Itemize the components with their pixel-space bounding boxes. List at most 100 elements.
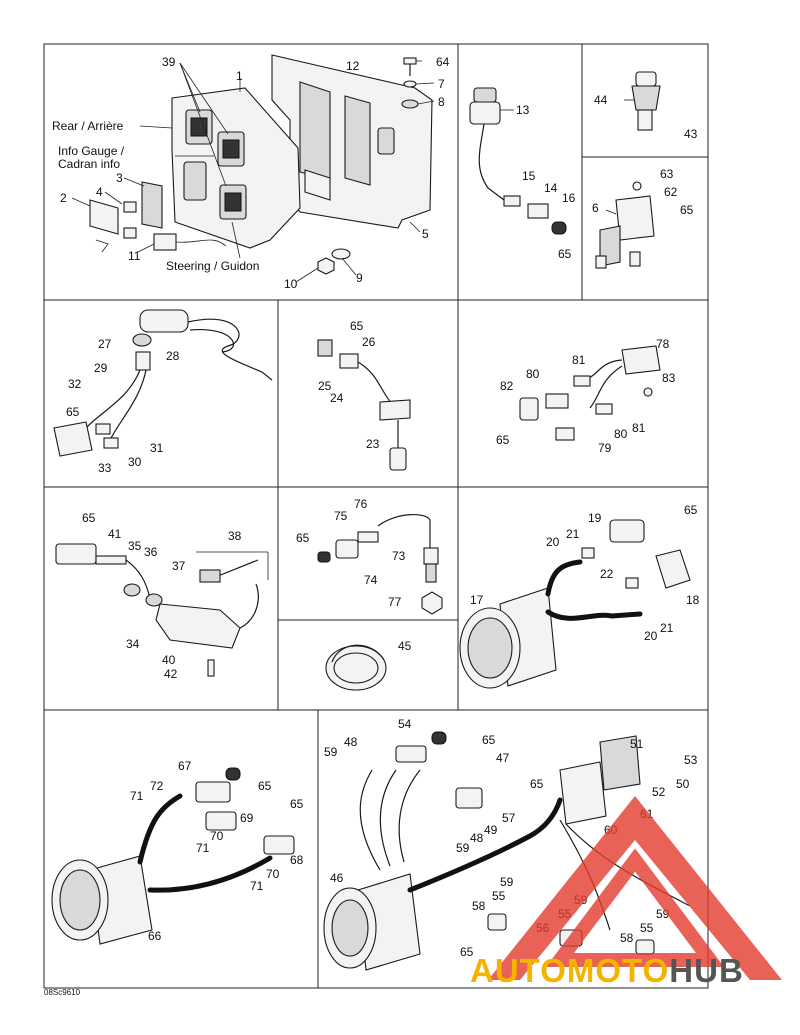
callout: 24 — [330, 391, 344, 405]
callouts-gauge-66: 67 72 71 65 70 69 65 71 68 70 71 66 — [130, 759, 304, 943]
callouts-sensor-6: 63 62 6 65 — [592, 167, 694, 217]
callout: 55 — [640, 921, 654, 935]
callout: 30 — [128, 455, 142, 469]
callouts-console: 39 1 12 64 7 8 2 4 3 11 5 10 9 — [60, 55, 450, 291]
callout: 9 — [356, 271, 363, 285]
callout: 65 — [460, 945, 474, 959]
callout: 66 — [148, 929, 162, 943]
callout: 17 — [470, 593, 484, 607]
callout: 81 — [572, 353, 586, 367]
callout: 75 — [334, 509, 348, 523]
callout: 22 — [600, 567, 614, 581]
callout: 4 — [96, 185, 103, 199]
callout: 74 — [364, 573, 378, 587]
callout: 49 — [484, 823, 498, 837]
callout: 33 — [98, 461, 112, 475]
callout: 15 — [522, 169, 536, 183]
callout: 76 — [354, 497, 368, 511]
panel-relay-78 — [519, 345, 661, 441]
label-rear: Rear / Arrière — [52, 119, 124, 133]
callouts-ring-45: 45 — [398, 639, 412, 653]
callout: 62 — [664, 185, 678, 199]
callout: 12 — [346, 59, 360, 73]
panel-grid — [43, 43, 709, 989]
callout: 36 — [144, 545, 158, 559]
callouts-relay-78: 78 81 80 82 83 65 80 81 79 — [496, 337, 676, 455]
callout: 65 — [350, 319, 364, 333]
callouts-cable-28: 27 28 29 32 65 31 30 33 — [66, 337, 180, 475]
callout: 3 — [116, 171, 123, 185]
document-reference: 08Sc9610 — [44, 988, 81, 997]
callout: 42 — [164, 667, 178, 681]
callout: 55 — [492, 889, 506, 903]
callout: 53 — [684, 753, 698, 767]
logo-wordmark: AUTOMOTOHUB — [470, 952, 800, 992]
callout: 65 — [482, 733, 496, 747]
callout: 14 — [544, 181, 558, 195]
callout: 10 — [284, 277, 298, 291]
callout: 44 — [594, 93, 608, 107]
callout: 64 — [436, 55, 450, 69]
callout: 19 — [588, 511, 602, 525]
callout: 28 — [166, 349, 180, 363]
callout: 58 — [472, 899, 486, 913]
callout: 59 — [324, 745, 338, 759]
callout: 38 — [228, 529, 242, 543]
panel-cable-28 — [53, 309, 273, 457]
callout: 80 — [526, 367, 540, 381]
panel-sensor-44 — [624, 71, 661, 131]
callout: 79 — [598, 441, 612, 455]
callout: 18 — [686, 593, 700, 607]
callout: 70 — [266, 867, 280, 881]
callout: 45 — [398, 639, 412, 653]
callout: 81 — [632, 421, 646, 435]
label-info-gauge-line2: Cadran info — [58, 157, 120, 171]
text-labels: Rear / Arrière Info Gauge / Cadran info … — [52, 119, 259, 273]
callout: 78 — [656, 337, 670, 351]
callout: 57 — [502, 811, 516, 825]
callout: 6 — [592, 201, 599, 215]
callout: 48 — [470, 831, 484, 845]
callout: 69 — [240, 811, 254, 825]
callout: 37 — [172, 559, 186, 573]
callout: 65 — [296, 531, 310, 545]
callout: 63 — [660, 167, 674, 181]
callout: 25 — [318, 379, 332, 393]
callouts-sensor-23: 65 26 25 24 23 — [318, 319, 380, 451]
callout: 67 — [178, 759, 192, 773]
callout: 71 — [250, 879, 264, 893]
callout: 47 — [496, 751, 510, 765]
callout: 32 — [68, 377, 82, 391]
callout: 40 — [162, 653, 176, 667]
logo-part-1: AUTOMOTO — [470, 952, 670, 989]
callout: 59 — [456, 841, 470, 855]
callout: 65 — [530, 777, 544, 791]
callout: 83 — [662, 371, 676, 385]
panel-sensor-6 — [595, 181, 655, 269]
callout: 2 — [60, 191, 67, 205]
callout: 50 — [676, 777, 690, 791]
callout: 16 — [562, 191, 576, 205]
callouts-sensor-73: 76 75 65 73 74 77 — [296, 497, 406, 609]
callout: 82 — [500, 379, 514, 393]
panel-sensor-13 — [469, 87, 567, 235]
callout: 65 — [82, 511, 96, 525]
callout: 20 — [546, 535, 560, 549]
callout: 1 — [236, 69, 243, 83]
callout: 72 — [150, 779, 164, 793]
callout: 29 — [94, 361, 108, 375]
logo-part-2: HUB — [669, 952, 744, 989]
label-steering: Steering / Guidon — [166, 259, 259, 273]
panel-gauge-66 — [51, 767, 295, 945]
panel-switch-34 — [55, 543, 269, 677]
callout: 65 — [496, 433, 510, 447]
callout: 46 — [330, 871, 344, 885]
callout: 34 — [126, 637, 140, 651]
callout: 65 — [258, 779, 272, 793]
callout: 71 — [130, 789, 144, 803]
callout: 71 — [196, 841, 210, 855]
callouts-sensor-13: 13 15 14 16 65 — [516, 103, 576, 261]
callout: 43 — [684, 127, 698, 141]
callout: 26 — [362, 335, 376, 349]
